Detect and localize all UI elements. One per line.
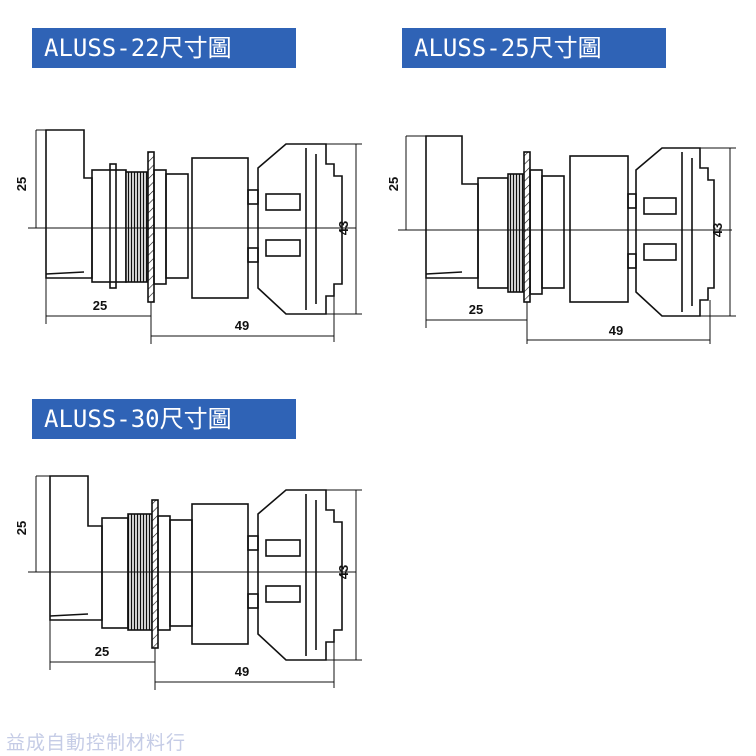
panel <box>151 499 159 649</box>
drawing-aluss-25: 25 25 49 43 <box>386 135 736 344</box>
drawing-aluss-30: 25 25 49 43 <box>16 475 362 690</box>
terminal-housing <box>257 143 343 315</box>
drawing-aluss-22: 25 25 49 43 <box>16 129 362 344</box>
dim-height-left: 25 <box>16 177 29 191</box>
bezel <box>101 517 129 629</box>
dim-total-height: 43 <box>336 221 351 235</box>
title-aluss-30: ALUSS-30尺寸圖 <box>32 399 296 439</box>
knob-lever <box>49 475 103 621</box>
bezel <box>477 177 509 289</box>
terminal-housing <box>635 147 715 317</box>
bezel <box>91 169 127 283</box>
dim-body-length: 49 <box>235 318 249 333</box>
dim-front-length: 25 <box>93 298 107 313</box>
dim-front-length: 25 <box>95 644 109 659</box>
knob-lever <box>425 135 479 279</box>
knurled-ring <box>125 171 149 283</box>
dim-total-height: 43 <box>710 223 725 237</box>
title-aluss-25: ALUSS-25尺寸圖 <box>402 28 666 68</box>
knob-lever <box>45 129 93 279</box>
dim-height-left: 25 <box>16 521 29 535</box>
dim-body-length: 49 <box>235 664 249 679</box>
title-aluss-22: ALUSS-22尺寸圖 <box>32 28 296 68</box>
watermark-text: 益成自動控制材料行 <box>6 732 187 754</box>
panel <box>147 151 155 303</box>
dim-front-length: 25 <box>469 302 483 317</box>
dim-total-height: 43 <box>336 565 351 579</box>
panel <box>523 151 531 303</box>
contact-block <box>569 155 629 303</box>
contact-block <box>191 503 249 645</box>
dim-body-length: 49 <box>609 323 623 338</box>
dim-height-left: 25 <box>386 177 401 191</box>
terminal-housing <box>257 489 343 661</box>
